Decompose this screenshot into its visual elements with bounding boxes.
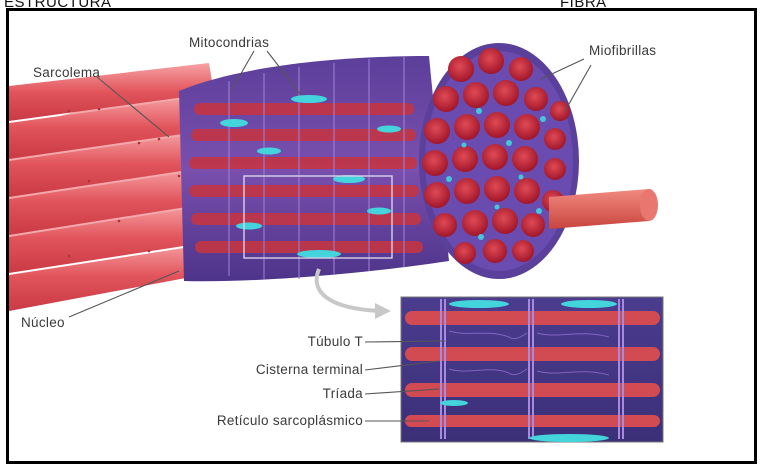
label-miofibrillas: Miofibrillas bbox=[589, 43, 656, 58]
label-tubulo-t: Túbulo T bbox=[308, 334, 363, 349]
zoom-arrow bbox=[317, 269, 381, 311]
label-sarcolema: Sarcolema bbox=[33, 65, 100, 80]
label-cisterna-terminal: Cisterna terminal bbox=[256, 362, 363, 377]
inset-detail bbox=[401, 297, 663, 442]
figure-frame: Mitocondrias Sarcolema Miofibrillas Núcl… bbox=[6, 8, 757, 464]
label-mitocondrias: Mitocondrias bbox=[189, 35, 269, 50]
label-triada: Tríada bbox=[323, 386, 364, 401]
zoom-arrow-head bbox=[375, 303, 391, 319]
muscle-fiber-diagram: Mitocondrias Sarcolema Miofibrillas Núcl… bbox=[9, 11, 754, 461]
myofibril-cross-section bbox=[419, 43, 579, 279]
fiber-bundle bbox=[179, 56, 449, 281]
label-reticulo-sarcoplasmico: Retículo sarcoplásmico bbox=[217, 413, 363, 428]
label-nucleo: Núcleo bbox=[21, 315, 65, 330]
